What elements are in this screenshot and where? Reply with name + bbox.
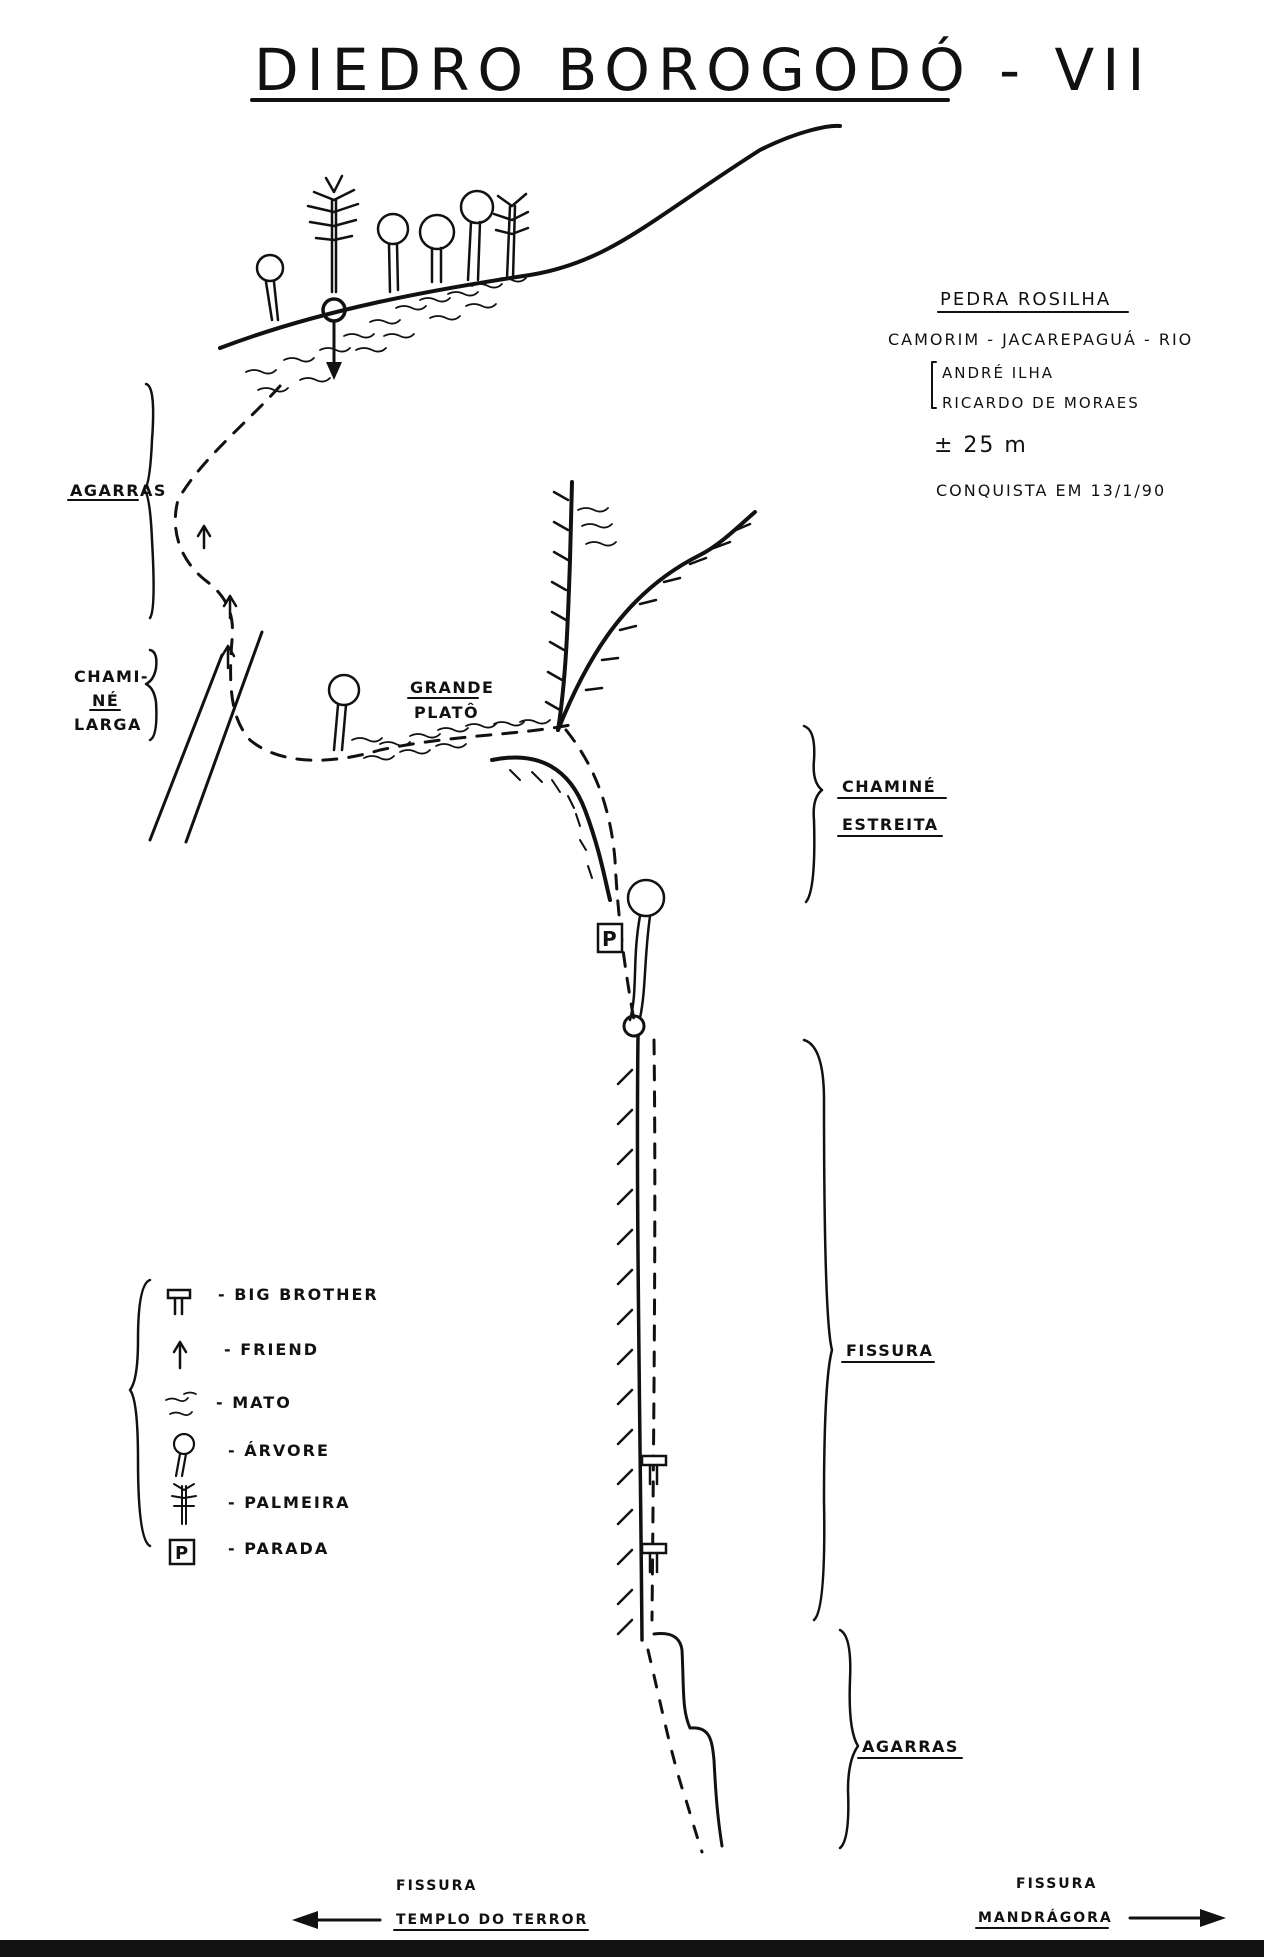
legend-big-brother-icon bbox=[166, 1288, 192, 1316]
route-line-fissura bbox=[650, 1038, 657, 1622]
arrow-left-icon bbox=[292, 1911, 318, 1929]
fissura-hatch bbox=[616, 1068, 634, 1636]
legend-brace bbox=[128, 1278, 152, 1548]
label-chamine-estreita-1: CHAMINÉ bbox=[842, 777, 936, 796]
climber-2: RICARDO DE MORAES bbox=[942, 394, 1140, 412]
chamine-larga-left-wall bbox=[148, 653, 224, 842]
legend-parada: - PARADA bbox=[228, 1539, 329, 1558]
neighbor-right-2: MANDRÁGORA bbox=[978, 1909, 1113, 1926]
brace-fissura bbox=[802, 1038, 834, 1622]
route-line-chamine-estreita bbox=[564, 728, 636, 1022]
summit-anchor bbox=[321, 297, 347, 380]
scan-edge bbox=[0, 1940, 1264, 1957]
chamine-estreita-left-wall bbox=[490, 755, 612, 902]
belay-ring bbox=[622, 1014, 646, 1038]
legend: - BIG BROTHER - FRIEND - MATO - ÁRVORE -… bbox=[128, 1278, 379, 1566]
plato-mato bbox=[351, 719, 551, 761]
neighbor-right: FISSURA MANDRÁGORA bbox=[975, 1876, 1226, 1929]
legend-parada-icon: P bbox=[168, 1538, 196, 1566]
neighbor-left-2: TEMPLO DO TERROR bbox=[396, 1912, 588, 1928]
route-line-agarras bbox=[646, 1648, 704, 1854]
agarras-rock-edge bbox=[652, 1632, 724, 1848]
fissura-crack bbox=[635, 1034, 644, 1642]
route-title: DIEDRO BOROGODÓ - VII bbox=[254, 35, 1152, 104]
friend-placements bbox=[196, 524, 238, 670]
neighbor-left: FISSURA TEMPLO DO TERROR bbox=[292, 1878, 589, 1931]
label-fissura: FISSURA bbox=[846, 1341, 933, 1360]
legend-arvore: - ÁRVORE bbox=[228, 1441, 330, 1460]
label-chamine-estreita-2: ESTREITA bbox=[842, 815, 939, 834]
legend-arvore-icon bbox=[172, 1432, 196, 1478]
brace-chamine-larga bbox=[144, 648, 158, 742]
label-chamine-larga-2: NÉ bbox=[92, 691, 119, 710]
neighbor-left-1: FISSURA bbox=[396, 1878, 477, 1894]
big-brother-2 bbox=[640, 1542, 668, 1574]
label-grande-plato-1: GRANDE bbox=[410, 678, 494, 697]
first-ascent-date: CONQUISTA EM 13/1/90 bbox=[936, 481, 1166, 500]
route-info: PEDRA ROSILHA CAMORIM - JACAREPAGUÁ - RI… bbox=[888, 289, 1193, 500]
summit-ridge bbox=[218, 123, 842, 350]
dihedral-left-wall bbox=[556, 480, 574, 732]
location-name: PEDRA ROSILHA bbox=[940, 289, 1111, 310]
dihedral-left-hatch bbox=[544, 490, 570, 712]
climbers-brace bbox=[931, 361, 937, 409]
legend-palmeira: - PALMEIRA bbox=[228, 1493, 351, 1512]
dihedral-mato bbox=[577, 507, 617, 547]
label-chamine-larga-3: LARGA bbox=[74, 715, 142, 734]
parada-upper: P bbox=[596, 922, 624, 954]
brace-agarras-bottom bbox=[838, 1628, 860, 1850]
legend-friend-icon bbox=[172, 1340, 188, 1370]
brace-chamine-estreita bbox=[802, 724, 824, 904]
region-text: CAMORIM - JACAREPAGUÁ - RIO bbox=[888, 330, 1193, 349]
label-agarras-top: AGARRAS bbox=[70, 481, 167, 500]
chamine-larga-right-wall bbox=[184, 630, 264, 844]
neighbor-right-1: FISSURA bbox=[1016, 1876, 1097, 1892]
summit-trees bbox=[255, 174, 530, 322]
dihedral-right-wall bbox=[556, 510, 757, 732]
route-length: ± 25 m bbox=[934, 433, 1028, 458]
legend-big-brother: - BIG BROTHER bbox=[218, 1285, 379, 1304]
brace-agarras-top bbox=[142, 382, 155, 620]
label-agarras-bottom: AGARRAS bbox=[862, 1737, 959, 1756]
svg-text:P: P bbox=[602, 927, 617, 951]
big-brother-1 bbox=[640, 1454, 668, 1486]
climber-1: ANDRÉ ILHA bbox=[942, 363, 1054, 382]
label-chamine-larga-1: CHAMI- bbox=[74, 667, 149, 686]
dihedral-right-hatch bbox=[584, 522, 752, 692]
svg-text:P: P bbox=[175, 1543, 188, 1564]
chamine-estreita-hatch bbox=[509, 769, 593, 879]
legend-friend: - FRIEND bbox=[224, 1340, 319, 1359]
plato-tree bbox=[327, 673, 361, 752]
belay-tree bbox=[626, 878, 666, 1022]
arrow-right-icon bbox=[1200, 1909, 1226, 1927]
legend-mato: - MATO bbox=[216, 1393, 292, 1412]
summit-mato bbox=[245, 277, 527, 393]
legend-palmeira-icon bbox=[171, 1483, 197, 1525]
label-grande-plato-2: PLATÔ bbox=[414, 703, 479, 722]
legend-mato-icon bbox=[165, 1391, 197, 1417]
